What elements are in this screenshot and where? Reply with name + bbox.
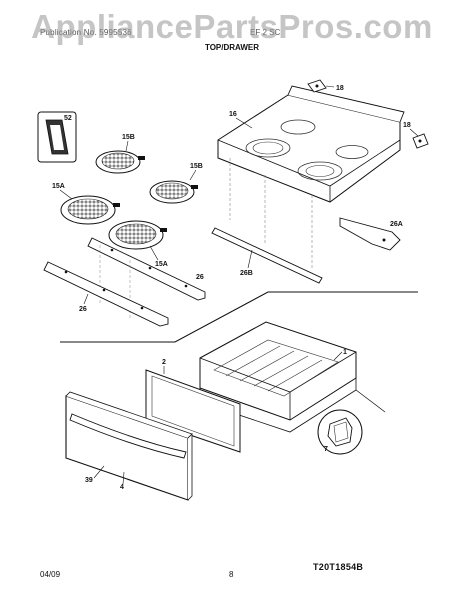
callout-15b-right: 15B: [190, 163, 203, 170]
footer-page-number: 8: [229, 570, 234, 579]
part-18-bracket-top: [307, 79, 327, 93]
part-15b-element-rear-left: [95, 150, 145, 174]
part-2-drawer-panel: [145, 369, 241, 453]
part-15a-element-front-left: [60, 195, 120, 225]
part-26a-bracket: [339, 217, 401, 251]
callout-4: 4: [120, 484, 124, 491]
footer-date: 04/09: [40, 570, 61, 579]
callout-16: 16: [229, 111, 237, 118]
publication-number: Publication No. 5995536: [40, 28, 132, 37]
part-18-bracket-right: [412, 133, 429, 149]
callout-18-top: 18: [336, 85, 344, 92]
callout-26a: 26A: [390, 221, 403, 228]
part-7-clip-detail: [317, 409, 363, 455]
part-16-cooktop: [217, 85, 405, 270]
callout-18-right: 18: [403, 122, 411, 129]
part-15b-element-rear-right: [149, 180, 198, 204]
section-title: TOP/DRAWER: [204, 43, 260, 52]
part-26-support-left: [43, 261, 169, 327]
callout-26b: 26B: [240, 270, 253, 277]
diagram-reference-code: T20T1854B: [313, 562, 364, 572]
callout-26-left: 26: [79, 306, 87, 313]
callout-15a-right: 15A: [155, 261, 168, 268]
callout-2: 2: [162, 359, 166, 366]
callout-1: 1: [343, 349, 347, 356]
callout-7: 7: [324, 446, 328, 453]
model-number: EF 2 SC: [250, 28, 281, 37]
callout-15b-left: 15B: [122, 134, 135, 141]
part-39-drawer-handle: [69, 413, 187, 459]
part-4-drawer-front: [65, 391, 193, 501]
section-divider: [60, 291, 418, 343]
callout-26-right: 26: [196, 274, 204, 281]
callout-15a-left: 15A: [52, 183, 65, 190]
callout-52: 52: [64, 115, 72, 122]
part-26b-strip: [211, 227, 323, 284]
part-15a-element-front-right: [108, 220, 167, 250]
part-52-switch: [37, 111, 77, 163]
callout-39: 39: [85, 477, 93, 484]
